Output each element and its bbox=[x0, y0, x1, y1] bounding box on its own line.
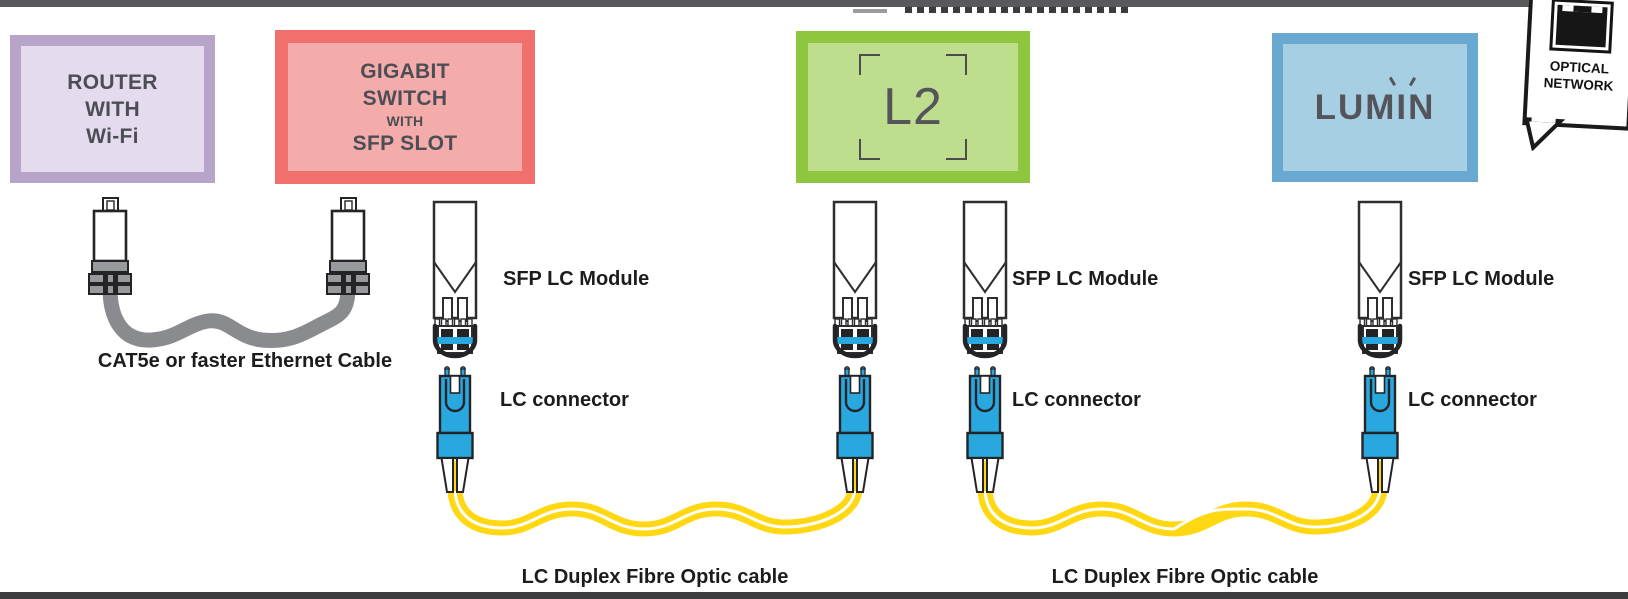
switch-label-line: SFP SLOT bbox=[352, 131, 458, 155]
bottom-trim-bar bbox=[0, 592, 1628, 599]
lc-connector-3 bbox=[966, 365, 1004, 494]
top-trim-bar bbox=[0, 0, 1628, 7]
clipped-title-fragment-2 bbox=[853, 9, 887, 13]
sfp-module-switch bbox=[434, 202, 476, 356]
sfp-module-label-3: SFP LC Module bbox=[1408, 268, 1555, 290]
fibre-cable-2-split bbox=[983, 487, 1382, 531]
fibre-cable-label-1: LC Duplex Fibre Optic cable bbox=[521, 566, 789, 588]
lumin-wordmark-post: N bbox=[1408, 87, 1436, 127]
sfp-module-label-1: SFP LC Module bbox=[503, 268, 650, 290]
sfp-module-l2-right bbox=[964, 202, 1006, 356]
ethernet-cable-label: CAT5e or faster Ethernet Cable bbox=[97, 350, 393, 372]
fibre-cable-1-split bbox=[453, 487, 857, 531]
fibre-cable-1 bbox=[447, 480, 863, 537]
lc-connector-label-2: LC connector bbox=[1012, 389, 1141, 411]
router-box: ROUTER WITH Wi-Fi bbox=[10, 35, 215, 183]
sfp-module-l2-left bbox=[834, 202, 876, 356]
switch-label-line: GIGABIT bbox=[360, 59, 450, 83]
lumin-wordmark-pre: LUM bbox=[1314, 87, 1397, 127]
router-label-line: WITH bbox=[85, 97, 140, 121]
l2-converter-box: L2 bbox=[796, 31, 1030, 183]
clipped-title-fragment bbox=[905, 7, 1133, 13]
lc-connector-4 bbox=[1361, 365, 1399, 494]
sfp-module-lumin bbox=[1359, 202, 1401, 356]
optical-port-icon bbox=[1549, 0, 1614, 54]
l2-viewfinder-frame: L2 bbox=[859, 54, 967, 160]
gigabit-switch-box: GIGABIT SWITCH WITH SFP SLOT bbox=[275, 30, 535, 184]
switch-label-line: WITH bbox=[386, 112, 424, 129]
lc-connector-2 bbox=[836, 365, 874, 494]
switch-label-line: SWITCH bbox=[362, 86, 448, 110]
router-label-line: ROUTER bbox=[67, 70, 158, 94]
lumin-wordmark-i: I bbox=[1396, 87, 1409, 127]
viewfinder-corner-icon bbox=[946, 139, 967, 160]
lc-connector-1 bbox=[436, 365, 474, 494]
ethernet-cable bbox=[102, 280, 356, 349]
viewfinder-corner-icon bbox=[859, 54, 880, 75]
viewfinder-corner-icon bbox=[946, 54, 967, 75]
callout-line2: NETWORK bbox=[1543, 75, 1614, 94]
router-label-line: Wi-Fi bbox=[86, 124, 139, 148]
lc-connector-label-3: LC connector bbox=[1408, 389, 1537, 411]
rj45-connector-right bbox=[325, 196, 371, 296]
lc-connector-label-1: LC connector bbox=[500, 389, 629, 411]
sfp-module-label-2: SFP LC Module bbox=[1012, 268, 1159, 290]
viewfinder-corner-icon bbox=[859, 139, 880, 160]
l2-label: L2 bbox=[883, 78, 943, 136]
callout-tail bbox=[1524, 116, 1566, 152]
optical-network-callout: OPTICAL NETWORK bbox=[1522, 0, 1628, 152]
rj45-connector-left bbox=[87, 196, 133, 296]
fibre-cable-label-2: LC Duplex Fibre Optic cable bbox=[1051, 566, 1319, 588]
